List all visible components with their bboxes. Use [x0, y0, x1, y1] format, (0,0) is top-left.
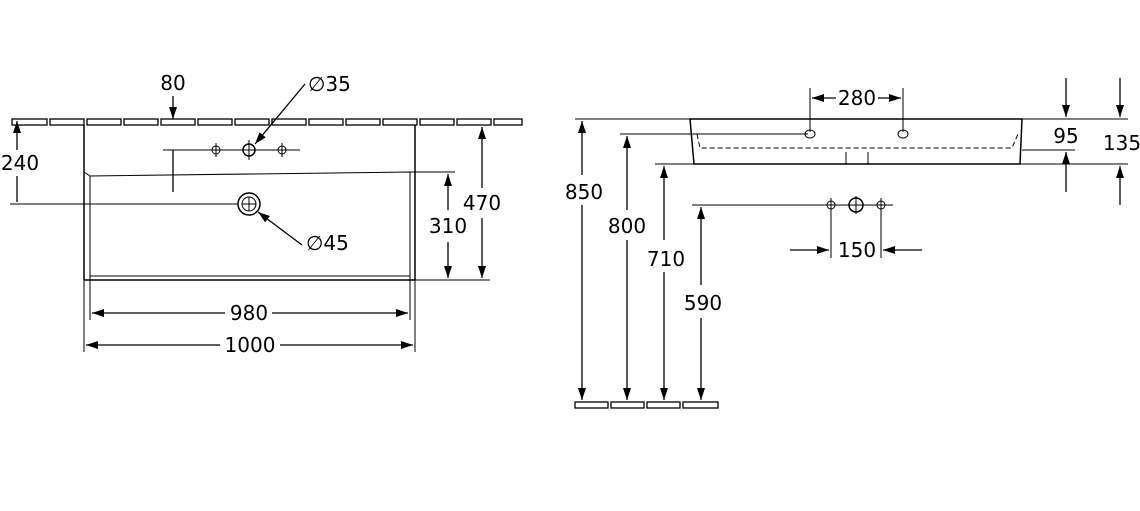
- label-height-inner: 800: [608, 214, 646, 238]
- dim-height-top: 850: [565, 118, 690, 400]
- dim-rim-heights: 95 135: [1020, 78, 1140, 205]
- side-view: 280 95 135 850 800: [565, 78, 1140, 409]
- label-rim-thickness: 95: [1053, 124, 1078, 148]
- label-waste-dia: ∅45: [306, 231, 349, 255]
- dim-height-tap: 590: [684, 204, 825, 400]
- label-overall-height: 135: [1103, 131, 1140, 155]
- dim-overall-width: 1000: [83, 280, 416, 357]
- label-bowl-width: 980: [230, 301, 268, 325]
- label-overall-width: 1000: [225, 333, 276, 357]
- label-overall-depth: 470: [463, 191, 501, 215]
- dim-overall-depth: 470: [415, 127, 501, 281]
- label-tap-offset: 80: [160, 71, 185, 95]
- waste-hole: [237, 192, 261, 216]
- tap-holes-front: [163, 140, 300, 160]
- dim-bowl-depth: 310: [410, 171, 467, 278]
- dim-tap-hole-diameter: ∅35: [254, 72, 351, 145]
- label-height-tap: 590: [684, 291, 722, 315]
- wall-strip-front: [11, 118, 523, 126]
- dim-depth-left: 240: [1, 121, 238, 205]
- label-tap-spacing: 280: [838, 86, 876, 110]
- label-height-bowl: 710: [647, 247, 685, 271]
- basin-profile-side: [689, 118, 1023, 165]
- dim-bowl-width: 980: [89, 276, 411, 325]
- dim-height-inner: 800: [608, 133, 808, 400]
- label-bowl-depth: 310: [429, 214, 467, 238]
- dim-tap-offset: 80: [160, 71, 186, 192]
- dim-tap-spacing: 280: [809, 86, 904, 132]
- floor-strip: [574, 401, 719, 409]
- label-height-top: 850: [565, 180, 603, 204]
- label-tap-hole-dia: ∅35: [308, 72, 351, 96]
- dim-waste-diameter: ∅45: [257, 211, 349, 255]
- tap-holes-side: [822, 196, 893, 214]
- dim-hole-spacing: 150: [790, 210, 922, 262]
- dim-height-bowl: 710: [647, 163, 1055, 400]
- front-view: 80 ∅35 240 ∅45 310: [1, 71, 523, 357]
- label-hole-spacing: 150: [838, 238, 876, 262]
- label-depth-left: 240: [1, 151, 39, 175]
